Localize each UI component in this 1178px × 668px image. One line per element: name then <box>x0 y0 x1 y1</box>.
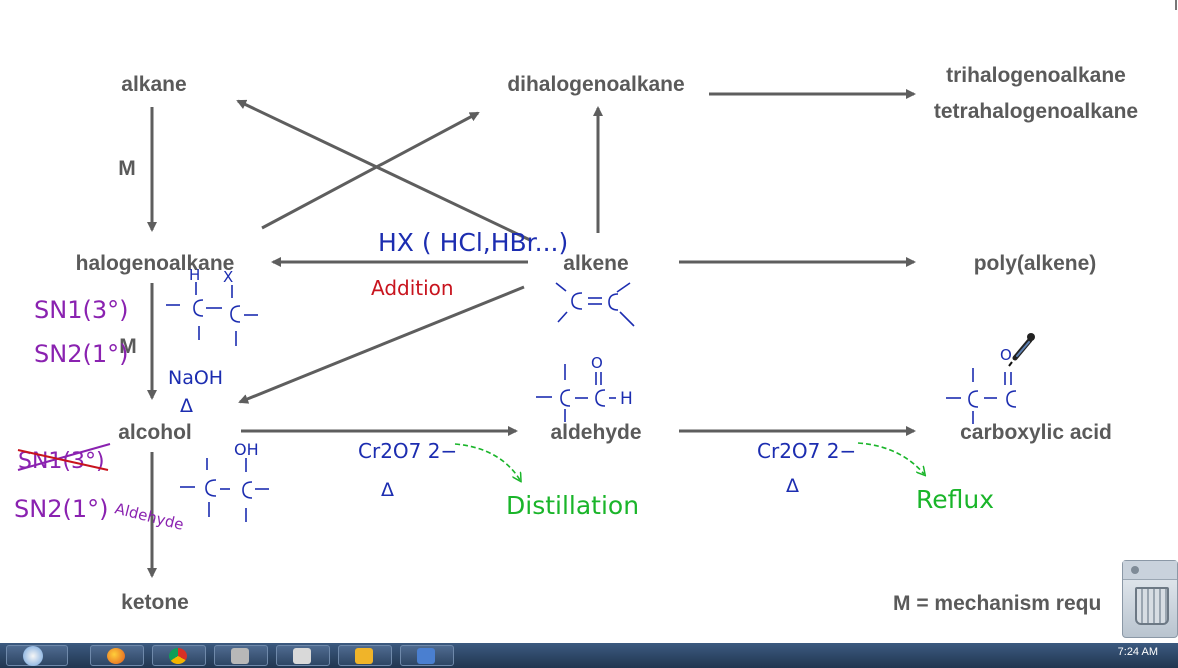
taskbar-firefox[interactable] <box>90 645 144 666</box>
node-alkane: alkane <box>121 73 186 96</box>
node-trihalogenoalkane: trihalogenoalkane <box>946 64 1126 87</box>
alcohol-structure <box>180 458 269 522</box>
taskbar-app-3[interactable] <box>214 645 268 666</box>
sn2-aldehyde-note: SN2(1°) <box>14 495 108 523</box>
arrow-halogenoalkane-to-dihalogenoalkane <box>261 111 480 230</box>
distillation-note: Distillation <box>506 491 639 520</box>
taskbar-clock[interactable]: 7:24 AM <box>1117 646 1158 658</box>
app-3-icon <box>231 648 249 664</box>
structure-acid-o: O <box>1000 346 1012 364</box>
chrome-icon <box>169 648 187 664</box>
legend-text: M = mechanism requ <box>893 592 1101 615</box>
reflux-pointer <box>857 442 924 474</box>
carboxylic-acid-structure <box>946 368 1017 424</box>
node-halogenoalkane: halogenoalkane <box>76 252 235 275</box>
crossed-sn1-note: SN1(3°) <box>17 443 111 474</box>
heat-symbol-2: Δ <box>381 479 394 501</box>
halogenoalkane-structure <box>166 282 258 346</box>
sn2-note: SN2(1°) <box>34 340 128 368</box>
mechanism-label-top: M <box>118 157 136 180</box>
start-button[interactable] <box>6 645 68 666</box>
firefox-icon <box>107 648 125 664</box>
taskbar-app-5[interactable] <box>338 645 392 666</box>
taskbar-chrome[interactable] <box>152 645 206 666</box>
arrow-alkene-to-alkane <box>236 99 531 242</box>
heat-symbol-3: Δ <box>786 475 799 497</box>
start-orb-icon <box>23 646 43 666</box>
widget-titlebar <box>1123 561 1177 580</box>
node-dihalogenoalkane: dihalogenoalkane <box>507 73 684 96</box>
mechanism-label-mid: M <box>119 335 137 358</box>
structure-h-label: H <box>189 266 200 284</box>
strike-line-2 <box>17 449 109 471</box>
top-strip <box>0 0 1178 4</box>
node-alkene: alkene <box>563 252 628 275</box>
node-tetrahalogenoalkane: tetrahalogenoalkane <box>934 100 1138 123</box>
recycle-bin-widget[interactable] <box>1122 560 1178 638</box>
hx-reagent-note: HX ( HCl,HBr...) <box>378 228 568 257</box>
aldehyde-structure <box>536 364 616 422</box>
dichromate-reagent-1: Cr2O7 2− <box>358 439 457 463</box>
aldehyde-note: Aldehyde <box>113 499 186 533</box>
structure-aldehyde-o: O <box>591 354 603 372</box>
taskbar: 7:24 AM <box>0 643 1178 668</box>
widget-handle-icon[interactable] <box>1131 566 1139 574</box>
app-6-icon <box>417 648 435 664</box>
dichromate-reagent-2: Cr2O7 2− <box>757 439 856 463</box>
recycle-bin-icon[interactable] <box>1135 587 1169 625</box>
structure-aldehyde-h: H <box>620 389 633 409</box>
taskbar-app-4[interactable] <box>276 645 330 666</box>
taskbar-app-6[interactable] <box>400 645 454 666</box>
app-4-icon <box>293 648 311 664</box>
node-ketone: ketone <box>121 591 189 614</box>
node-aldehyde: aldehyde <box>550 421 641 444</box>
arrows <box>147 89 916 578</box>
reaction-pathway-diagram: alkane dihalogenoalkane trihalogenoalkan… <box>14 0 1177 615</box>
alkene-structure <box>555 282 635 327</box>
structure-oh-label: OH <box>234 440 259 459</box>
reflux-note: Reflux <box>916 485 994 514</box>
structure-x-label: X <box>223 268 233 286</box>
node-carboxylic-acid: carboxylic acid <box>960 421 1112 444</box>
heat-symbol-1: Δ <box>180 395 193 417</box>
node-polyalkene: poly(alkene) <box>974 252 1097 275</box>
sn1-note: SN1(3°) <box>34 296 128 324</box>
naoh-reagent: NaOH <box>168 367 223 389</box>
node-alcohol: alcohol <box>118 421 192 444</box>
strike-line-1 <box>17 443 111 471</box>
arrow-alkene-to-alcohol <box>238 285 525 404</box>
pen-cursor-icon <box>1008 333 1035 367</box>
distillation-pointer <box>454 443 520 480</box>
addition-note: Addition <box>371 276 454 300</box>
app-5-icon <box>355 648 373 664</box>
